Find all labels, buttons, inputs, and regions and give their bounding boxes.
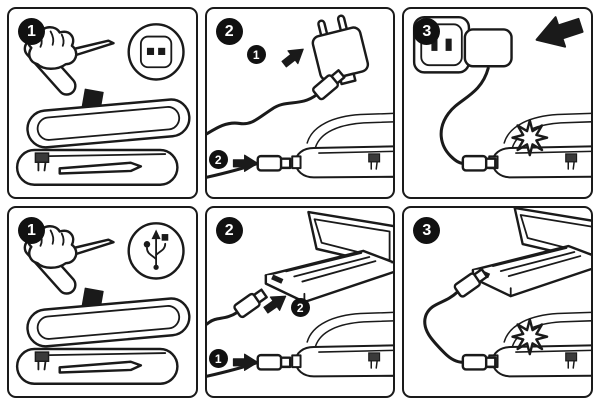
arrow-right-icon xyxy=(278,42,309,72)
step-badge: 3 xyxy=(413,18,441,45)
substep-badge: 2 xyxy=(290,298,310,317)
charging-flash-icon xyxy=(511,119,549,157)
illustration-charging-outlet xyxy=(413,9,591,179)
panel-usb-step-1: 1 xyxy=(7,206,198,398)
illustration-place-brush xyxy=(15,222,193,385)
step-badge: 1 xyxy=(18,18,45,45)
step-badge: 3 xyxy=(413,217,441,244)
travel-case xyxy=(290,111,394,179)
substep-badge: 1 xyxy=(246,45,266,64)
travel-case xyxy=(15,96,193,186)
panel-outlet-step-2: 2 1 2 xyxy=(204,7,396,199)
travel-case xyxy=(15,295,193,385)
usb-cable xyxy=(206,93,318,136)
step-badge: 1 xyxy=(18,217,45,244)
usb-cable xyxy=(423,290,465,364)
usb-icon xyxy=(127,222,185,280)
usb-cable xyxy=(440,66,491,165)
usb-cable xyxy=(206,310,239,326)
wall-socket-icon xyxy=(127,23,185,81)
laptop xyxy=(264,210,394,304)
illustration-connect-adapter xyxy=(206,10,394,179)
wall-adapter xyxy=(463,28,514,68)
step-badge: 2 xyxy=(215,217,243,244)
substep-badge: 2 xyxy=(208,150,228,169)
panel-usb-step-2: 2 2 1 xyxy=(204,206,396,398)
travel-case xyxy=(290,310,394,378)
step-badge: 2 xyxy=(215,18,243,45)
usb-plug-icon xyxy=(256,353,292,371)
laptop xyxy=(472,208,591,298)
panel-usb-step-3: 3 xyxy=(402,206,593,398)
panel-outlet-step-3: 3 xyxy=(402,7,593,199)
substep-badge: 1 xyxy=(208,349,228,368)
illustration-charging-laptop xyxy=(423,208,591,378)
illustration-place-brush xyxy=(15,23,193,186)
usb-plug-icon xyxy=(256,154,292,172)
usb-plug-icon xyxy=(231,286,269,320)
usb-plug-icon xyxy=(461,353,497,371)
panel-outlet-step-1: 1 xyxy=(7,7,198,199)
charging-flash-icon xyxy=(511,318,549,356)
illustration-connect-laptop xyxy=(206,210,394,378)
arrow-left-icon xyxy=(531,9,587,56)
usb-plug-icon xyxy=(461,154,497,172)
